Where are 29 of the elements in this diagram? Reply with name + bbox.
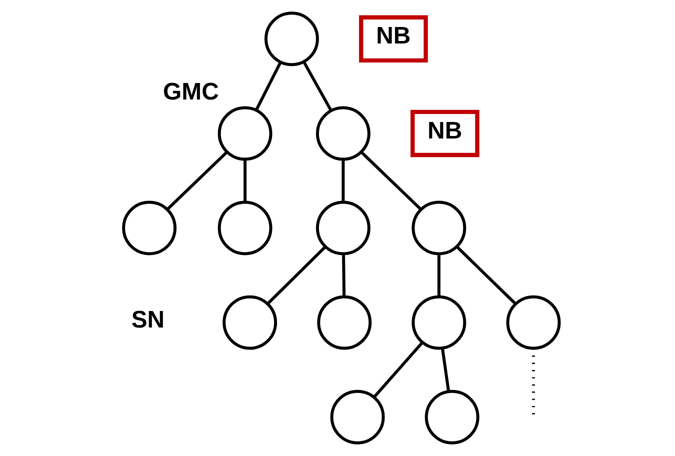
connector: [266, 246, 326, 305]
node-box: NB: [410, 110, 480, 158]
connector: [440, 348, 450, 392]
connector: [437, 254, 440, 297]
node-circle: [330, 390, 385, 444]
node-circle: [412, 200, 466, 256]
connector: [302, 61, 332, 112]
node-circle: [122, 200, 177, 256]
node-circle: [412, 295, 466, 350]
connector: [166, 150, 228, 210]
node-circle: [218, 106, 272, 161]
node-circle: [222, 295, 278, 350]
connector: [372, 341, 424, 398]
node-circle: [264, 12, 319, 66]
connector: [360, 150, 422, 210]
node-circle: [424, 390, 480, 444]
connector: [342, 254, 346, 297]
connector: [254, 62, 282, 111]
node-circle: [506, 295, 561, 350]
connector: [244, 159, 247, 202]
node-circle: [218, 200, 272, 256]
label: SN: [131, 306, 165, 334]
node-circle: [317, 295, 372, 350]
connector: [456, 246, 517, 306]
node-circle: [316, 106, 370, 161]
node-box: NB: [359, 15, 428, 63]
node-circle: [316, 200, 370, 256]
connector: [342, 159, 345, 202]
node-label: GMC: [163, 78, 219, 106]
